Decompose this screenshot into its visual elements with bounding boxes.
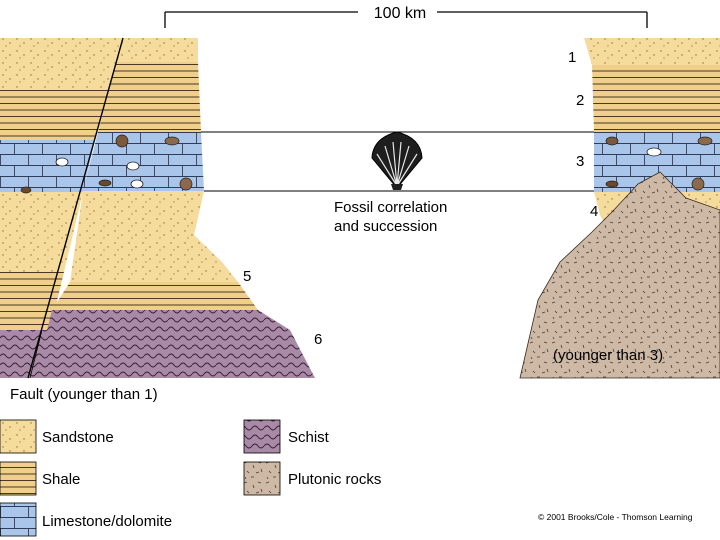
left-outcrop: 5 6 <box>0 37 322 379</box>
fault-line <box>27 37 124 379</box>
scallop-fossil-icon <box>371 131 423 190</box>
legend-item-sandstone: Sandstone <box>0 419 114 454</box>
right-fossils <box>605 136 713 191</box>
left-block-shale-lower <box>0 272 64 330</box>
shell-fossil-icon <box>179 177 193 191</box>
shell-fossil-icon <box>605 180 619 188</box>
legend-swatch-schist <box>243 419 281 454</box>
right-outcrop: 1 2 3 4 (younger than 3) <box>519 38 720 379</box>
legend-swatch-sandstone <box>0 419 37 454</box>
bed-number-1: 1 <box>568 49 576 66</box>
legend-item-plutonic: Plutonic rocks <box>243 461 381 496</box>
legend-swatch-plutonic <box>243 461 281 496</box>
shell-fossil-icon <box>115 134 129 148</box>
left-block-shale-upper <box>0 90 108 140</box>
shell-fossil-icon <box>126 161 140 171</box>
legend: Sandstone Shale Limestone/dolomite Schis… <box>0 419 381 537</box>
shell-fossil-icon <box>646 147 662 157</box>
caption-line-2: and succession <box>334 218 437 235</box>
legend-item-shale: Shale <box>0 461 80 496</box>
legend-label-plutonic: Plutonic rocks <box>288 471 381 488</box>
legend-label-limestone: Limestone/dolomite <box>42 513 172 530</box>
legend-item-limestone: Limestone/dolomite <box>0 502 172 537</box>
legend-label-shale: Shale <box>42 471 80 488</box>
caption-line-1: Fossil correlation <box>334 199 447 216</box>
legend-label-sandstone: Sandstone <box>42 429 114 446</box>
plutonic-body <box>519 171 720 379</box>
bed-number-4: 4 <box>590 203 598 220</box>
left-block-sandstone-lower <box>0 192 83 272</box>
legend-label-schist: Schist <box>288 429 330 446</box>
shell-fossil-icon <box>697 136 713 146</box>
bed-number-6: 6 <box>314 331 322 348</box>
shell-fossil-icon <box>164 136 180 146</box>
shell-fossil-icon <box>20 186 32 194</box>
legend-item-schist: Schist <box>243 419 330 454</box>
shell-fossil-icon <box>130 179 144 189</box>
right-limestone <box>594 132 720 192</box>
right-sandstone-top <box>584 38 720 65</box>
east-block-sandstone-top <box>116 38 198 62</box>
bed-number-2: 2 <box>576 92 584 109</box>
legend-swatch-limestone <box>0 502 37 537</box>
scale-bar: 100 km <box>164 5 648 28</box>
east-block-shale-lower <box>52 282 258 310</box>
east-block-sandstone <box>70 191 238 282</box>
left-fossils <box>20 134 193 194</box>
plutonic-note: (younger than 3) <box>553 347 663 364</box>
left-block-limestone <box>0 140 95 192</box>
east-block-limestone <box>83 132 204 191</box>
shell-fossil-icon <box>605 136 619 146</box>
east-block-shale <box>98 62 201 132</box>
right-shale <box>592 65 720 132</box>
shell-fossil-icon <box>55 157 69 167</box>
bed-number-5: 5 <box>243 268 251 285</box>
bed-number-3: 3 <box>576 153 584 170</box>
shell-fossil-icon <box>691 177 705 191</box>
fault-label: Fault (younger than 1) <box>10 386 158 403</box>
legend-swatch-shale <box>0 461 37 496</box>
scale-label: 100 km <box>374 5 426 22</box>
east-block-schist <box>35 310 315 378</box>
copyright-credit: © 2001 Brooks/Cole - Thomson Learning <box>538 512 693 522</box>
shell-fossil-icon <box>98 179 112 187</box>
left-block-sandstone-upper <box>0 38 122 90</box>
